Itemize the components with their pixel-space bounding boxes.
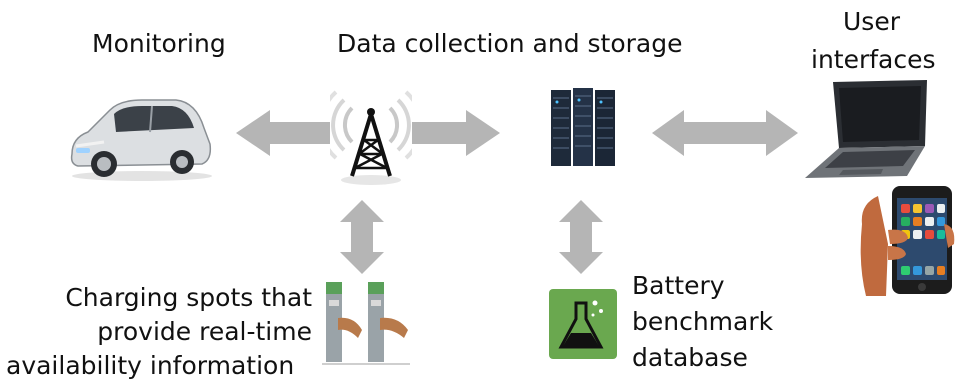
label-user-interfaces-2: interfaces [811, 45, 936, 74]
laptop-icon [803, 78, 931, 180]
arrow-server-user-interfaces [652, 110, 798, 156]
label-battery-2: benchmark [632, 307, 774, 336]
arrow-server-battery [559, 200, 603, 274]
label-charging-1: Charging spots that [65, 283, 312, 312]
arrow-antenna-to-car [236, 110, 330, 156]
label-battery-3: database [632, 343, 748, 372]
smartphone-in-hand-icon [858, 184, 956, 298]
label-monitoring: Monitoring [92, 29, 226, 58]
label-charging-3: availability information [6, 351, 295, 380]
server-rack-icon [549, 86, 617, 170]
label-data-collection: Data collection and storage [337, 29, 683, 58]
label-charging-2: provide real-time [97, 317, 312, 346]
radio-antenna-icon [330, 84, 412, 188]
label-user-interfaces-1: User [843, 7, 900, 36]
electric-car-icon [64, 88, 216, 184]
arrow-antenna-charging [340, 200, 384, 274]
label-battery-1: Battery [632, 271, 725, 300]
charging-station-icon [318, 278, 414, 366]
arrow-antenna-to-server [412, 110, 500, 156]
lab-flask-icon [549, 289, 617, 359]
